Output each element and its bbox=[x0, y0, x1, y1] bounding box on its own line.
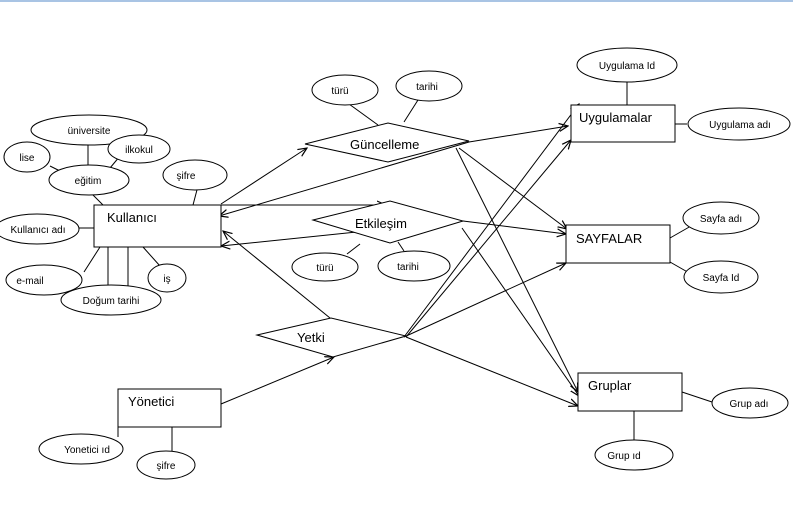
attr-g-tarihi[interactable] bbox=[395, 70, 463, 102]
attr-lise[interactable] bbox=[3, 141, 51, 173]
attr-yonetici-id-label: Yonetici ıd bbox=[64, 445, 110, 456]
attribute-labels: üniversite lise ilkokul eğitim şifre Kul… bbox=[10, 61, 770, 472]
attr-grup-adi[interactable] bbox=[711, 387, 789, 419]
attr-e-turu[interactable] bbox=[291, 252, 359, 282]
attr-g-tarihi-label: tarihi bbox=[416, 82, 438, 93]
attr-kullanici-adi-label: Kullanıcı adı bbox=[10, 225, 65, 236]
entity-gruplar[interactable]: Gruplar bbox=[577, 372, 683, 412]
entity-kullanici-label: Kullanıcı bbox=[107, 210, 157, 225]
entity-kullanici[interactable]: Kullanıcı bbox=[93, 204, 222, 248]
attr-sifre-user-label: şifre bbox=[177, 171, 196, 182]
attr-grup-adi-label: Grup adı bbox=[730, 399, 769, 410]
attr-grup-id[interactable] bbox=[594, 439, 674, 471]
attr-is[interactable] bbox=[147, 263, 187, 293]
entity-uygulamalar[interactable]: Uygulamalar bbox=[570, 104, 676, 143]
attr-sayfa-adi[interactable] bbox=[682, 201, 760, 235]
attr-uygulama-adi-label: Uygulama adı bbox=[709, 120, 771, 131]
attr-sayfa-id-label: Sayfa Id bbox=[703, 273, 740, 284]
relationship-etkilesim-label: Etkileşim bbox=[355, 216, 407, 231]
relationship-yetki-label: Yetki bbox=[297, 330, 325, 345]
attr-e-turu-label: türü bbox=[316, 263, 333, 274]
attr-e-tarihi[interactable] bbox=[377, 250, 451, 282]
attr-dogum-tarihi[interactable] bbox=[60, 284, 162, 316]
attribute-ellipses bbox=[0, 47, 791, 480]
entity-yonetici[interactable]: Yönetici bbox=[117, 388, 222, 428]
attribute-lines bbox=[49, 82, 713, 451]
attr-universite[interactable] bbox=[30, 114, 148, 146]
relationship-guncelleme-label: Güncelleme bbox=[350, 137, 419, 152]
relationship-yetki[interactable]: Yetki bbox=[255, 317, 408, 358]
attr-yonetici-id[interactable] bbox=[38, 433, 124, 465]
relationship-guncelleme[interactable]: Güncelleme bbox=[304, 122, 470, 163]
window-top-border bbox=[0, 0, 793, 2]
attr-sayfa-id[interactable] bbox=[683, 260, 759, 294]
attr-uygulama-adi[interactable] bbox=[687, 107, 791, 141]
attr-sifre-admin[interactable] bbox=[136, 450, 196, 480]
attr-e-tarihi-label: tarihi bbox=[397, 262, 419, 273]
attr-universite-label: üniversite bbox=[68, 126, 111, 137]
attr-email[interactable] bbox=[5, 264, 83, 296]
attr-is-label: iş bbox=[163, 274, 170, 285]
entity-yonetici-label: Yönetici bbox=[128, 394, 174, 409]
attr-sifre-admin-label: şifre bbox=[157, 461, 176, 472]
attr-lise-label: lise bbox=[19, 153, 34, 164]
attr-grup-id-label: Grup ıd bbox=[607, 451, 640, 462]
attr-sayfa-adi-label: Sayfa adı bbox=[700, 214, 742, 225]
attr-kullanici-adi[interactable] bbox=[0, 213, 80, 245]
attr-email-label: e-mail bbox=[16, 276, 43, 287]
entity-gruplar-label: Gruplar bbox=[588, 378, 632, 393]
attr-dogum-tarihi-label: Doğum tarihi bbox=[83, 296, 140, 307]
entity-sayfalar-label: SAYFALAR bbox=[576, 231, 642, 246]
entity-uygulamalar-label: Uygulamalar bbox=[579, 110, 653, 125]
attr-g-turu[interactable] bbox=[311, 74, 379, 106]
attr-uygulama-id[interactable] bbox=[576, 47, 678, 83]
attr-g-turu-label: türü bbox=[331, 86, 348, 97]
attr-ilkokul[interactable] bbox=[107, 134, 171, 164]
attr-egitim-label: eğitim bbox=[75, 176, 102, 187]
attr-sifre-user[interactable] bbox=[162, 159, 228, 191]
relationship-etkilesim[interactable]: Etkileşim bbox=[311, 200, 465, 244]
entity-sayfalar[interactable]: SAYFALAR bbox=[565, 224, 671, 264]
attr-egitim[interactable] bbox=[48, 164, 130, 196]
attr-ilkokul-label: ilkokul bbox=[125, 145, 153, 156]
relationship-lines bbox=[219, 104, 579, 406]
attr-uygulama-id-label: Uygulama Id bbox=[599, 61, 655, 72]
